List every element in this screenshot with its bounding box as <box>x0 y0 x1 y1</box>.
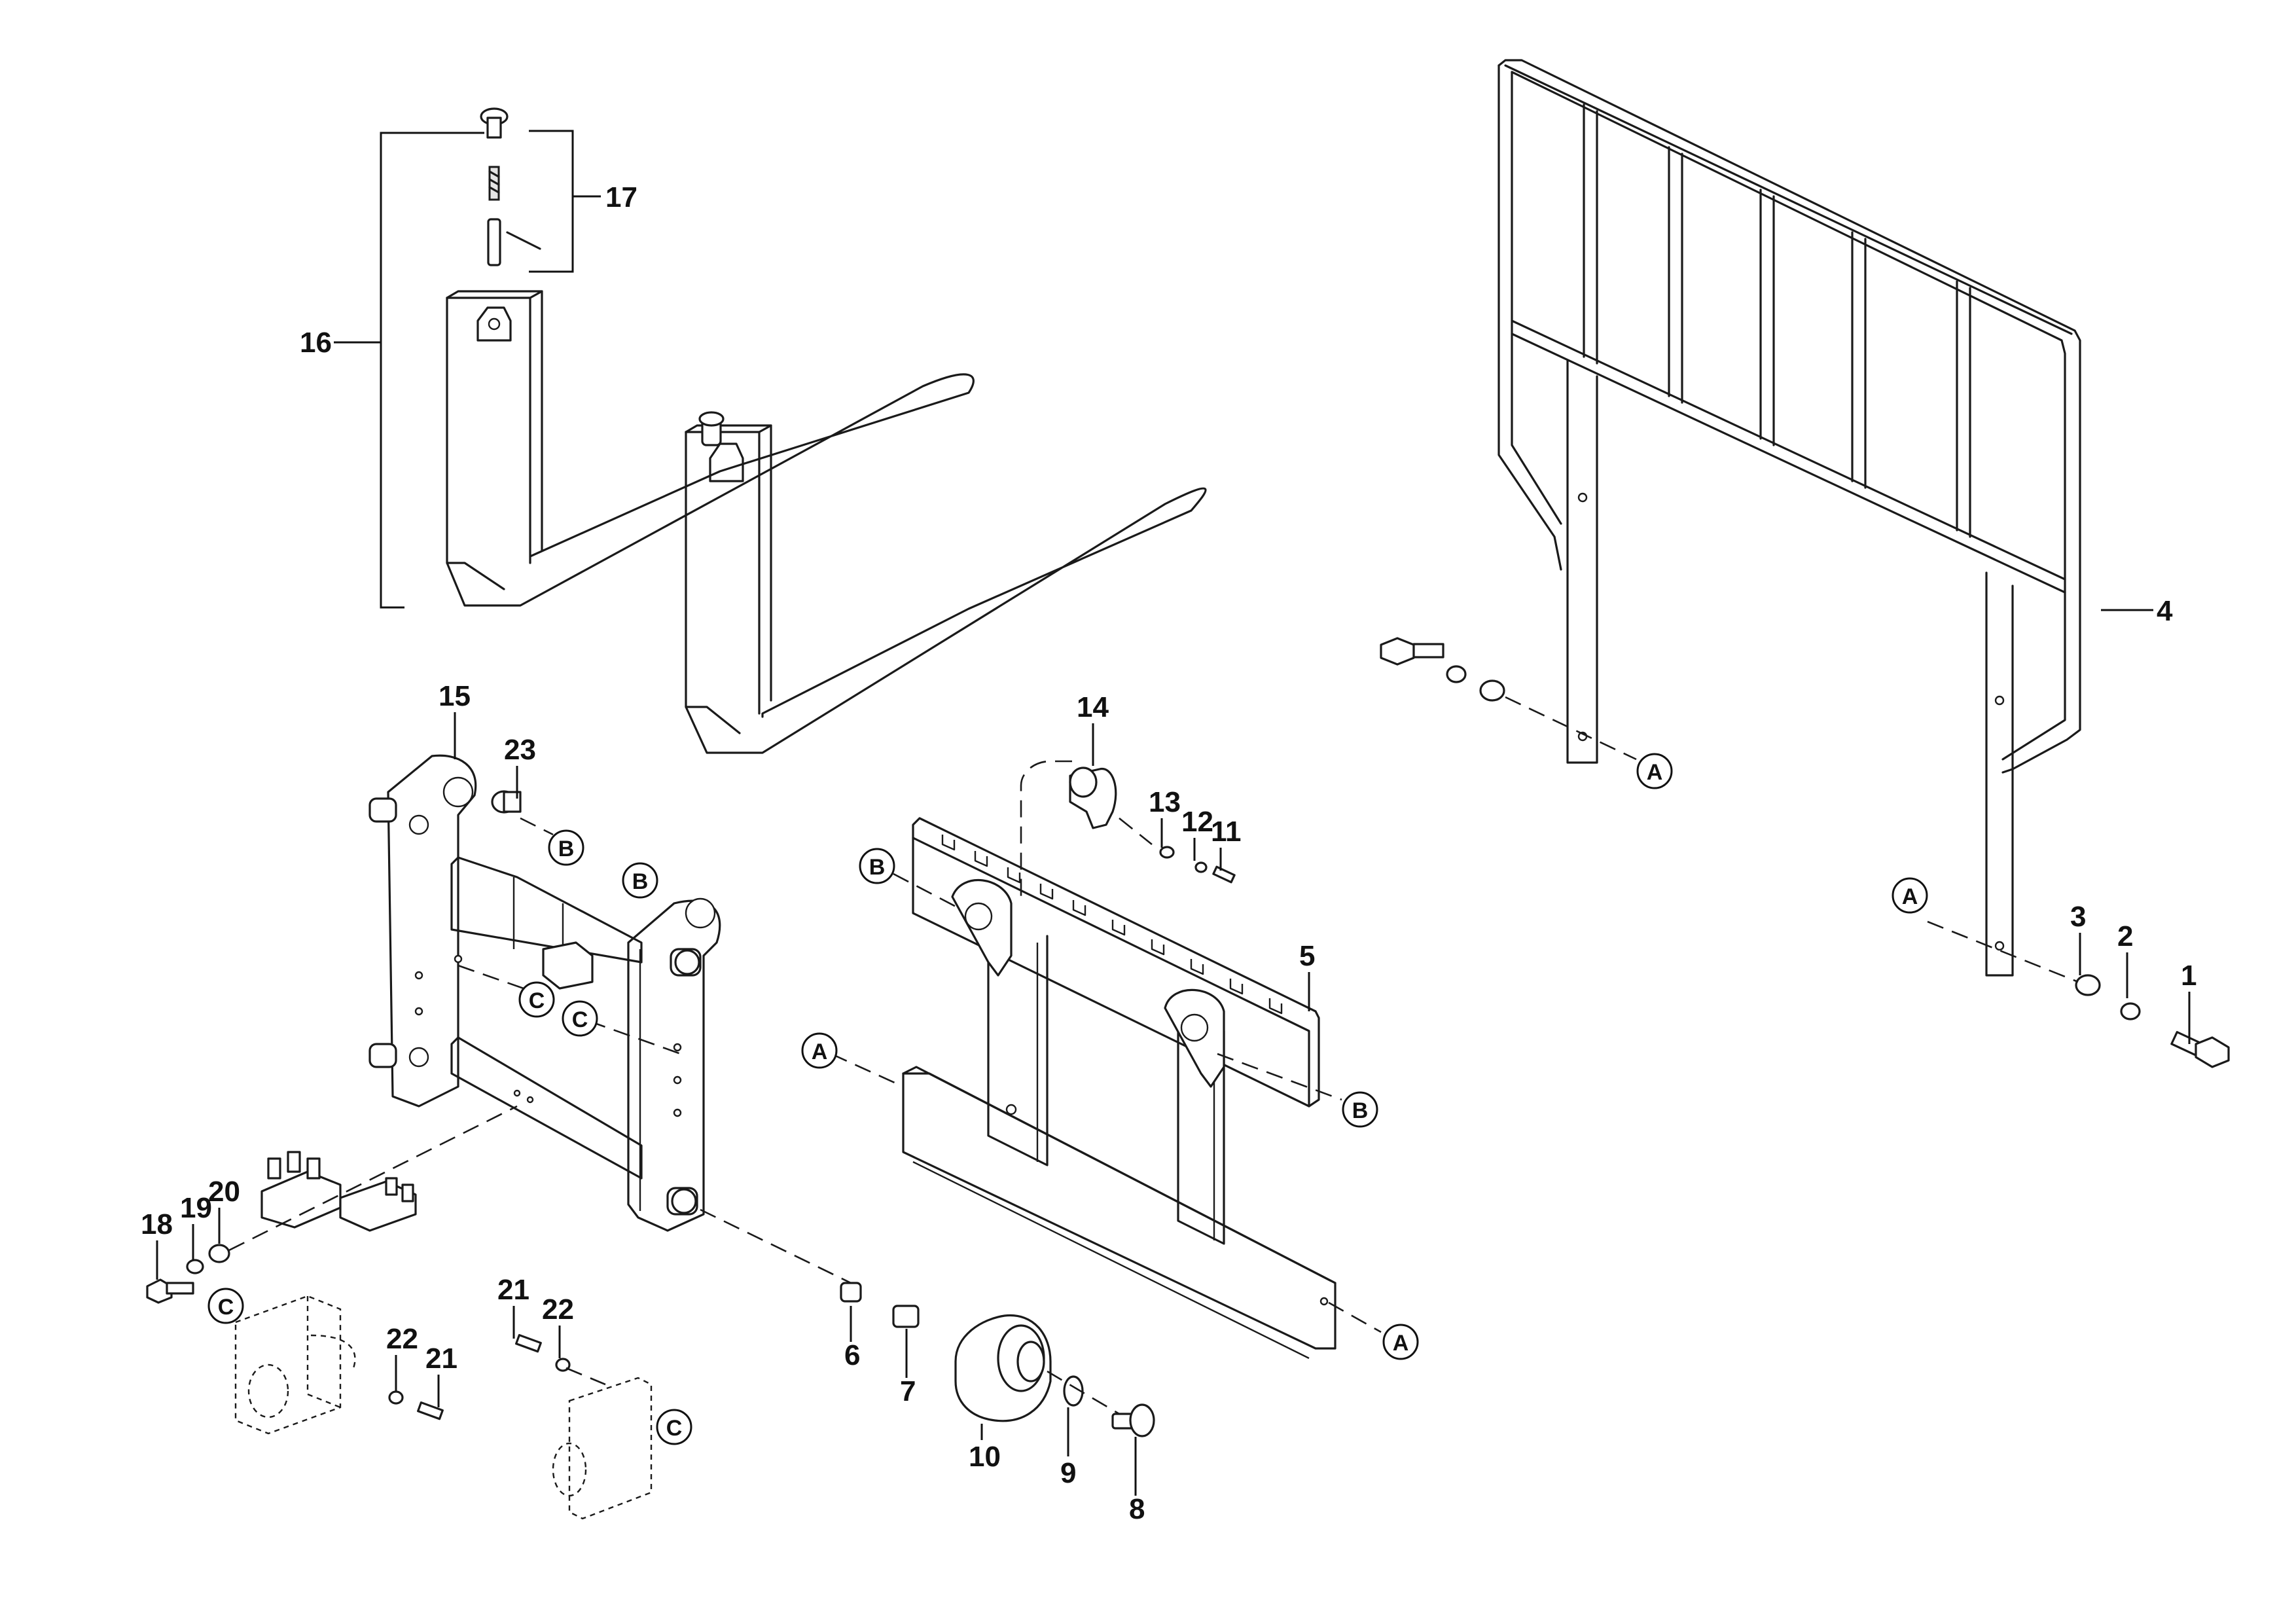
ref-marker-c: C <box>518 981 555 1018</box>
hose-clamp-right <box>515 1334 653 1520</box>
load-backrest <box>1498 59 2081 977</box>
svg-text:A: A <box>812 1039 828 1064</box>
ref-marker-c: C <box>207 1288 244 1324</box>
part-label-6: 6 <box>844 1339 860 1371</box>
fork-lock-pin-kit <box>480 107 541 266</box>
ref-marker-a: A <box>801 1032 838 1069</box>
part-label-2: 2 <box>2117 920 2133 952</box>
ref-marker-a: A <box>1892 877 1928 914</box>
part-label-12: 12 <box>1181 806 1213 838</box>
part-label-14: 14 <box>1077 691 1109 723</box>
part-label-10: 10 <box>969 1441 1001 1473</box>
part-label-22-left: 22 <box>386 1323 418 1355</box>
ref-marker-b: B <box>548 829 584 866</box>
ref-marker-c: C <box>656 1409 692 1445</box>
svg-text:B: B <box>1352 1098 1369 1123</box>
roller-assembly <box>840 1282 1155 1437</box>
backrest-mount-bolt-left <box>1380 637 1505 702</box>
ref-marker-c: C <box>562 1000 598 1037</box>
part-label-23: 23 <box>504 734 536 766</box>
backrest-mount-bolt-right <box>2075 974 2230 1068</box>
svg-text:A: A <box>1902 884 1918 909</box>
part-labels: 1 2 3 4 5 6 7 8 9 10 11 12 13 14 15 16 1… <box>141 181 2197 1525</box>
ref-marker-a: A <box>1382 1324 1419 1360</box>
hose-manifold-block <box>260 1151 417 1232</box>
part-label-5: 5 <box>1299 940 1315 972</box>
svg-text:C: C <box>529 988 545 1013</box>
part-label-4: 4 <box>2157 595 2173 627</box>
svg-text:C: C <box>666 1416 683 1441</box>
reference-markers: A A A A B B B B <box>207 753 1928 1445</box>
side-plate-assembly <box>368 754 721 1232</box>
part-label-11: 11 <box>1211 816 1242 848</box>
part-label-7: 7 <box>900 1375 916 1407</box>
part-label-21-left: 21 <box>425 1343 457 1375</box>
part-label-20: 20 <box>208 1176 240 1208</box>
svg-text:B: B <box>558 837 575 861</box>
ref-marker-b: B <box>1342 1091 1378 1128</box>
part-label-19: 19 <box>180 1192 212 1224</box>
svg-text:A: A <box>1393 1331 1409 1356</box>
part-label-15: 15 <box>439 680 471 712</box>
svg-text:A: A <box>1647 760 1663 785</box>
hose-clamp-left <box>234 1295 444 1435</box>
fork-assembly <box>446 290 1207 754</box>
part-label-8: 8 <box>1129 1493 1145 1525</box>
bushing <box>491 790 522 814</box>
part-label-13: 13 <box>1149 786 1181 818</box>
part-label-9: 9 <box>1060 1457 1076 1489</box>
ref-marker-b: B <box>859 848 895 884</box>
part-label-16: 16 <box>300 327 332 359</box>
ref-marker-b: B <box>622 862 658 899</box>
part-label-17: 17 <box>605 181 637 213</box>
ref-marker-a: A <box>1636 753 1673 789</box>
svg-text:C: C <box>572 1007 588 1032</box>
part-label-21-right: 21 <box>497 1274 529 1306</box>
svg-text:B: B <box>632 869 649 894</box>
fork-carriage <box>902 817 1336 1360</box>
part-label-1: 1 <box>2181 960 2197 992</box>
part-label-18: 18 <box>141 1208 173 1240</box>
part-label-22-right: 22 <box>542 1293 574 1326</box>
carriage-pin-and-fasteners <box>1069 767 1236 884</box>
svg-text:B: B <box>869 855 886 880</box>
svg-text:C: C <box>218 1295 234 1320</box>
manifold-fasteners <box>146 1244 230 1304</box>
part-label-3: 3 <box>2070 901 2086 933</box>
